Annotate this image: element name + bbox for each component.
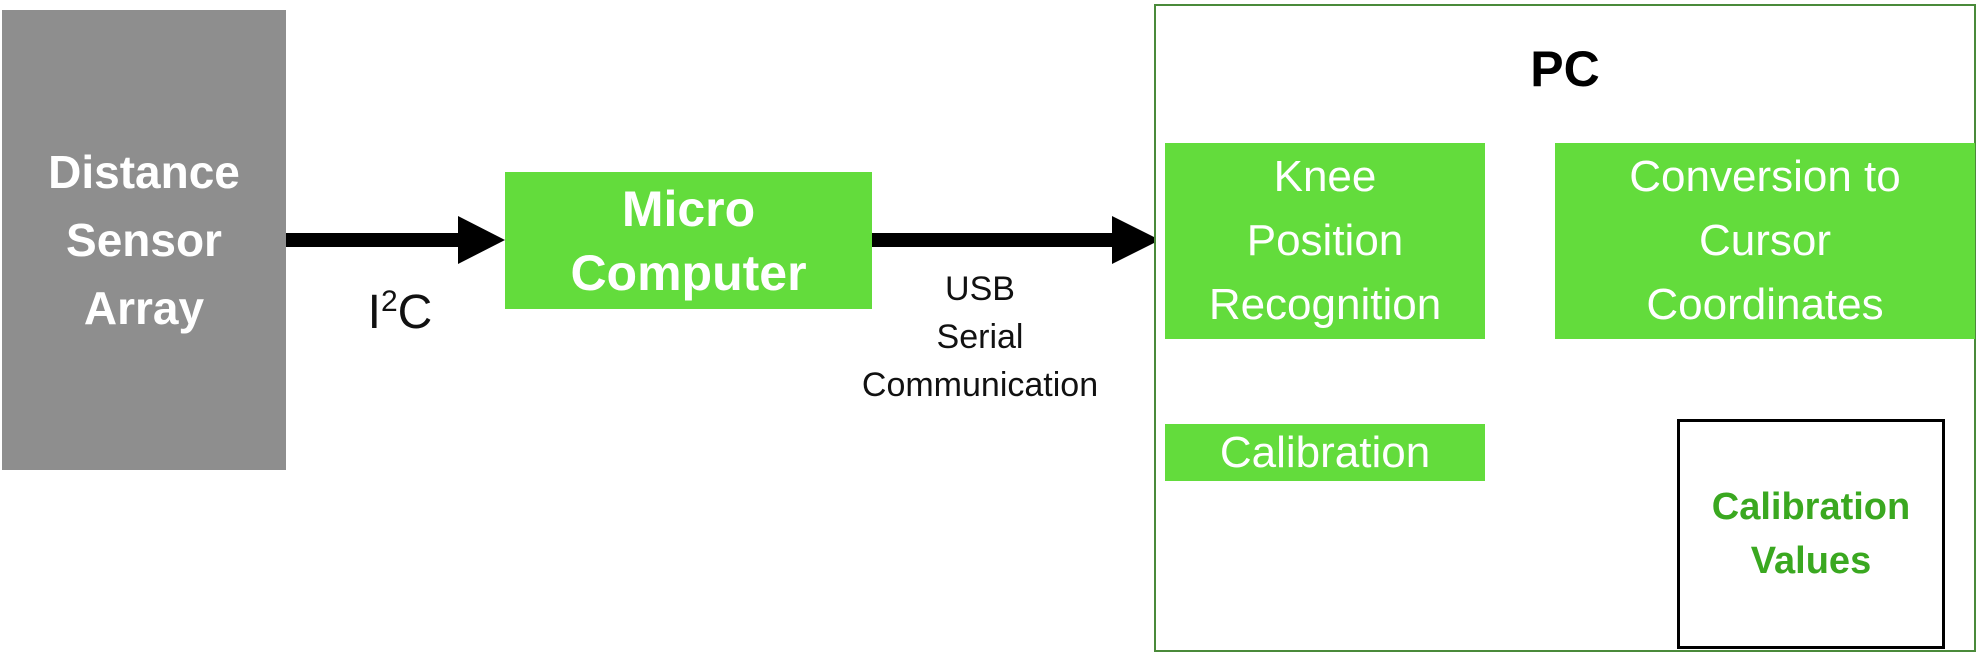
i2c-label: I2C: [320, 285, 480, 340]
conversion-to-cursor-block: Conversion to Cursor Coordinates: [1555, 143, 1975, 339]
usb-serial-label: USB Serial Communication: [810, 265, 1150, 409]
i2c-superscript: 2: [380, 285, 398, 318]
micro-line-2: Computer: [570, 244, 807, 301]
i2c-tail: C: [397, 286, 433, 339]
knee-position-recognition-block: Knee Position Recognition: [1165, 143, 1485, 339]
arrow-sensor-to-micro: [277, 216, 505, 264]
conv-line-1: Conversion to: [1629, 152, 1901, 201]
calibration-block: Calibration: [1165, 424, 1485, 481]
arrow-micro-to-pc: [865, 216, 1160, 264]
sensor-line-1: Distance: [48, 146, 240, 198]
pc-title: PC: [1530, 41, 1600, 97]
usb-line-2: Serial: [936, 318, 1024, 356]
knee-line-3: Recognition: [1208, 280, 1442, 329]
calvals-line-2: Values: [1750, 540, 1872, 582]
sensor-line-3: Array: [83, 282, 205, 334]
conv-line-3: Coordinates: [1646, 280, 1884, 329]
knee-line-1: Knee: [1273, 152, 1377, 201]
micro-computer-block: Micro Computer: [505, 172, 872, 309]
usb-line-1: USB: [945, 270, 1015, 308]
sensor-line-2: Sensor: [66, 214, 222, 266]
knee-line-2: Position: [1246, 216, 1404, 265]
distance-sensor-array-block: Distance Sensor Array: [2, 10, 286, 470]
micro-line-1: Micro: [621, 180, 756, 237]
i2c-main: I: [367, 286, 381, 339]
calvals-line-1: Calibration: [1711, 486, 1911, 528]
conv-line-2: Cursor: [1698, 216, 1832, 265]
calibration-values-block: Calibration Values: [1677, 419, 1945, 649]
usb-line-3: Communication: [861, 366, 1099, 404]
